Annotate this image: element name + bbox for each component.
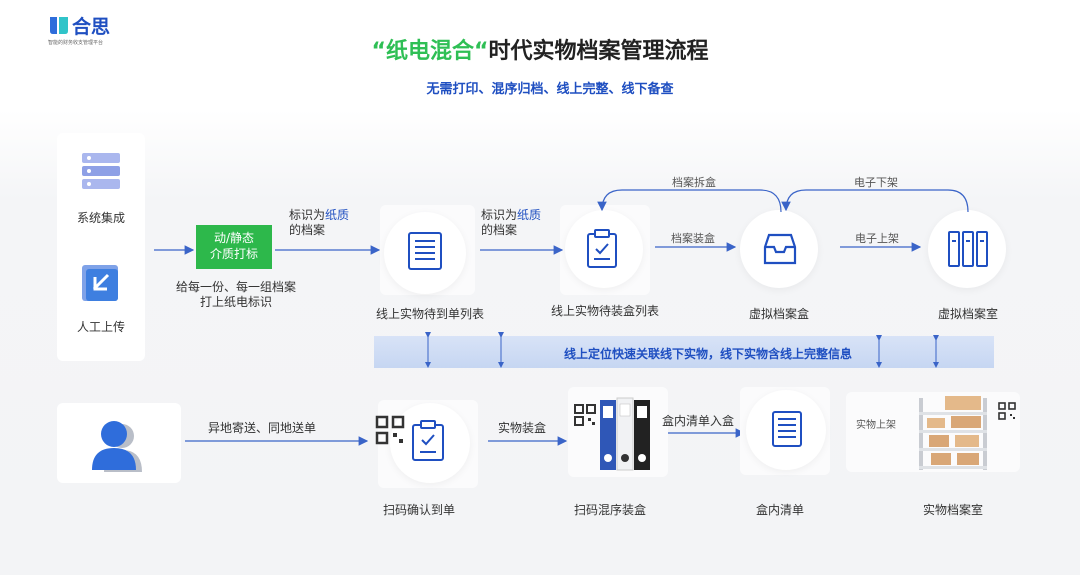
virtual-box-label: 虚拟档案盒 xyxy=(748,307,809,321)
document-list-icon xyxy=(408,232,442,270)
physical-shelf-arrow-label: 实物上架 xyxy=(856,420,896,431)
shelf-icon xyxy=(919,396,987,470)
virtual-room-label: 虚拟档案室 xyxy=(937,307,998,321)
boxing-arrow-label: 档案装盒 xyxy=(671,232,715,245)
paper-label-2-pre: 标识为 xyxy=(481,208,518,222)
paper-label-1-pre: 标识为 xyxy=(289,208,326,222)
virtual-box-circle xyxy=(740,210,818,288)
user-group-icon xyxy=(92,421,142,472)
physical-box-arrow-label: 实物装盒 xyxy=(498,421,547,435)
title-rest: 时代实物档案管理流程 xyxy=(488,39,709,64)
send-arrow-label: 异地寄送、同地送单 xyxy=(208,421,317,435)
virtual-room-circle xyxy=(928,210,1006,288)
paper-label-2: 标识为纸质 的档案 xyxy=(481,208,541,238)
page-title: “纸电混合“时代实物档案管理流程 xyxy=(0,33,1080,65)
media-tag-line1: 动/静态 xyxy=(213,231,255,245)
qr-code-icon-3 xyxy=(998,402,1016,420)
scan-confirm-label: 扫码确认到单 xyxy=(382,503,455,517)
box-list-in-arrow-label: 盒内清单入盒 xyxy=(662,414,735,428)
paper-label-2-highlight: 纸质 xyxy=(517,208,542,222)
box-list-label: 盒内清单 xyxy=(755,503,804,517)
unbox-arrow-label: 档案拆盒 xyxy=(672,176,716,189)
checklist-doc-icon-2 xyxy=(412,420,444,461)
tag-note-line1: 给每一份、每一组档案 xyxy=(175,280,296,294)
link-band xyxy=(374,336,994,368)
arrow-unbox xyxy=(597,189,782,213)
title-highlight: “纸电混合“ xyxy=(371,39,489,64)
pending-receipt-label: 线上实物待到单列表 xyxy=(375,307,484,321)
offshelf-arrow-label: 电子下架 xyxy=(854,176,898,189)
brand-name: 合思 xyxy=(72,16,111,38)
inbox-tray-icon xyxy=(763,233,797,265)
scan-mixed-label: 扫码混序装盒 xyxy=(573,503,646,517)
server-icon xyxy=(82,153,120,189)
qr-code-icon-2 xyxy=(574,404,596,426)
manual-upload-label: 人工上传 xyxy=(76,320,125,334)
binders-icon xyxy=(600,397,650,471)
document-list-icon-2 xyxy=(772,411,802,447)
paper-label-1-post: 的档案 xyxy=(289,223,326,237)
physical-room-label: 实物档案室 xyxy=(922,503,983,517)
file-cabinet-icon xyxy=(948,231,988,267)
brand-tagline: 智能的财务收支管理平台 xyxy=(48,40,104,46)
qr-code-icon xyxy=(375,415,405,445)
media-tag-line2: 介质打标 xyxy=(209,247,258,261)
system-integration-label: 系统集成 xyxy=(76,211,125,225)
tag-note: 给每一份、每一组档案 打上纸电标识 xyxy=(166,280,306,310)
brand-logo-icon xyxy=(50,17,68,34)
page-subtitle: 无需打印、混序归档、线上完整、线下备查 xyxy=(426,82,674,97)
brand-logo: 合思 智能的财务收支管理平台 xyxy=(48,12,138,52)
onshelf-arrow-label: 电子上架 xyxy=(855,232,899,245)
link-band-text: 线上定位快速关联线下实物，线下实物含线上完整信息 xyxy=(563,347,852,361)
upload-icon xyxy=(82,265,118,301)
paper-label-1-highlight: 纸质 xyxy=(325,208,350,222)
paper-label-2-post: 的档案 xyxy=(481,223,518,237)
checklist-doc-icon xyxy=(587,229,617,268)
arrow-offshelf xyxy=(781,189,969,213)
tag-note-line2: 打上纸电标识 xyxy=(199,295,272,309)
pending-box-label: 线上实物待装盒列表 xyxy=(550,304,659,318)
paper-label-1: 标识为纸质 的档案 xyxy=(289,208,349,238)
media-tag-box: 动/静态 介质打标 xyxy=(196,225,272,269)
